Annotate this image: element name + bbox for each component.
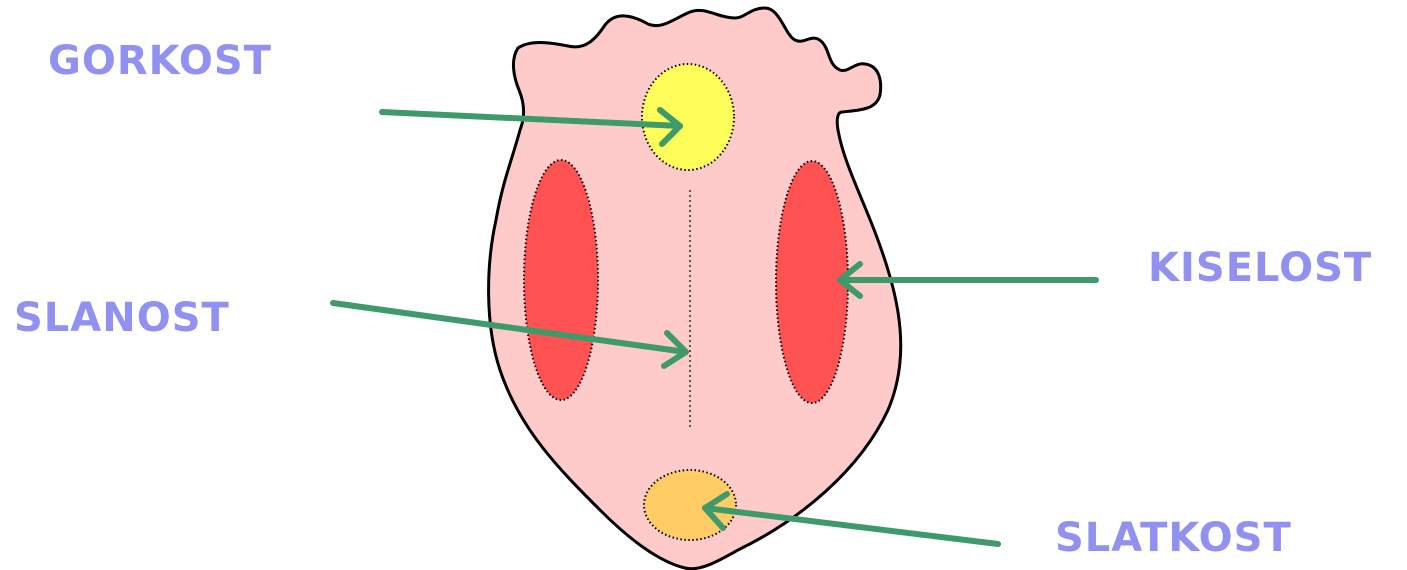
bitter-zone: [642, 64, 734, 170]
sour-zone-right: [776, 161, 848, 403]
label-salty: SLANOST: [14, 295, 230, 341]
label-sour: KISELOST: [1148, 245, 1372, 291]
label-bitter: GORKOST: [48, 38, 272, 84]
sour-zone-left: [524, 160, 598, 400]
label-sweet: SLATKOST: [1055, 515, 1292, 561]
